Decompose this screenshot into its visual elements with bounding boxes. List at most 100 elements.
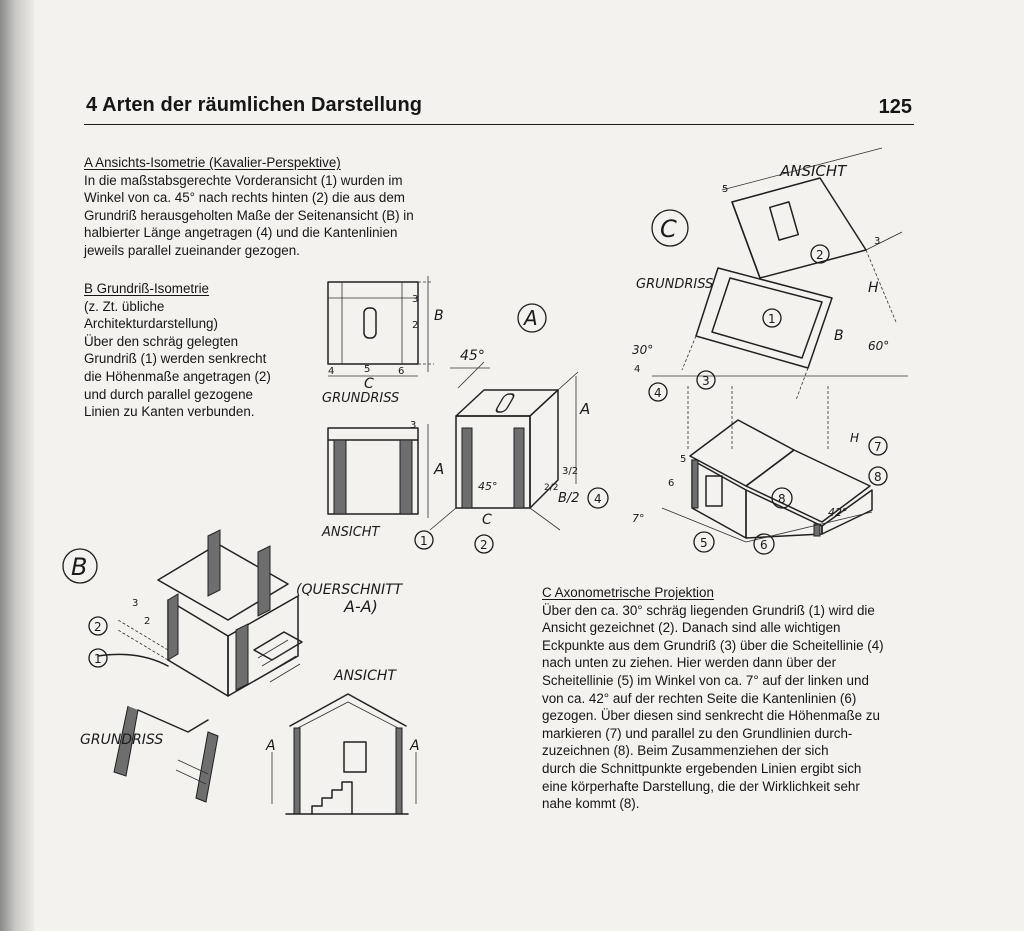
figure-a-ansicht-label: ANSICHT — [321, 525, 381, 540]
figure-c-marker-6 — [753, 533, 775, 555]
figure-c-marker-1-label: 1 — [768, 312, 776, 326]
section-c-heading: C Axonometrische Projektion — [542, 585, 714, 600]
figure-a-proj-dim-a: A — [579, 400, 590, 418]
figure-c-dim-4: 4 — [634, 364, 640, 375]
figure-b-letter: B — [71, 553, 87, 581]
figure-c-dim-h: H — [868, 280, 879, 296]
figure-c-marker-6-label: 6 — [760, 538, 768, 552]
figure-c-ansicht-label: ANSICHT — [779, 162, 848, 180]
figure-c-angle-42: 42° — [828, 506, 848, 519]
section-c-line: zuzeichnen (8). Beim Zusammenziehen der … — [542, 743, 829, 759]
figure-c-grundriss-label: GRUNDRISS — [636, 277, 713, 292]
section-c-line: eine körperhafte Darstellung, die der Wi… — [542, 778, 860, 794]
figure-c-marker-8 — [868, 466, 888, 486]
figure-c-angle-60: 60° — [868, 339, 889, 353]
section-c-line: Über den ca. 30° schräg liegenden Grundr… — [542, 602, 875, 618]
section-c-line: Scheitellinie (5) im Winkel von ca. 7° a… — [542, 672, 869, 688]
figure-a-angle-label: 45° — [460, 348, 485, 364]
figure-a-marker-4 — [587, 487, 609, 509]
section-c-line: Eckpunkte aus dem Grundriß (3) über die … — [542, 637, 884, 653]
figure-a-drawing: 3 2 B 4 5 6 C GRUNDRISS 3 A ANSICHT 45° … — [321, 276, 609, 554]
figure-a-projection — [429, 371, 579, 531]
figure-a-dim-3-elev: 3 — [410, 420, 416, 431]
section-c-line: durch die Schnittpunkte ergebenden Linie… — [542, 760, 862, 776]
section-a-heading: A Ansichts-Isometrie (Kavalier-Perspekti… — [84, 155, 341, 170]
section-a-text: A Ansichts-Isometrie (Kavalier-Perspekti… — [84, 154, 414, 260]
figure-c-marker-8-house — [771, 487, 793, 509]
figure-c-dim-5: 5 — [722, 184, 728, 195]
figure-c-angle-7: 7° — [632, 512, 645, 525]
figure-a-letter-circle — [517, 303, 547, 333]
section-a-line: Grundriß herausgeholten Maße der Seitena… — [84, 207, 414, 223]
figure-a-marker-2-label: 2 — [480, 538, 488, 552]
figure-b-querschnitt-label: (QUERSCHNITT — [296, 582, 404, 598]
section-c-line: gezogen. Über diesen sind senkrecht die … — [542, 708, 880, 724]
section-a-line: In die maßstabsgerechte Vorderansicht (1… — [84, 172, 403, 188]
figure-b-querschnitt-sub: A-A) — [343, 597, 378, 616]
figure-b-section-mark-left: A — [265, 738, 276, 754]
figure-a-letter: A — [522, 306, 538, 330]
figure-b-marker-1-label: 1 — [94, 652, 102, 666]
section-a-line: jeweils parallel zueinander gezogen. — [84, 242, 300, 258]
section-c-line: Ansicht gezeichnet (2). Danach sind alle… — [542, 620, 841, 636]
figure-c-marker-7-label: 7 — [874, 440, 882, 454]
figure-b-marker-2 — [88, 616, 108, 636]
section-b-line: Über den schräg gelegten — [84, 333, 239, 349]
figure-b-marker-2-label: 2 — [94, 620, 102, 634]
section-b-heading: B Grundriß-Isometrie — [84, 281, 210, 296]
figure-b-marker-1 — [88, 648, 108, 668]
figure-a-dim-2: 2 — [412, 320, 418, 331]
figure-c-rotated-elevation — [721, 147, 903, 323]
figure-a-dim-2-half: 2/2 — [544, 483, 558, 493]
figure-a-dim-3: 3 — [412, 294, 418, 305]
figure-a-marker-4-label: 4 — [594, 492, 602, 506]
section-b-line: Architekturdarstellung) — [84, 316, 218, 332]
figure-a-elevation — [327, 424, 429, 518]
figure-a-dim-3-half: 3/2 — [562, 466, 578, 477]
figure-c-marker-5-label: 5 — [700, 536, 708, 550]
figure-c-marker-2-label: 2 — [816, 248, 824, 262]
section-a-line: Winkel von ca. 45° nach rechts hinten (2… — [84, 190, 405, 206]
section-b-text: B Grundriß-Isometrie (z. Zt. übliche Arc… — [84, 280, 271, 421]
section-b-line: Linien zu Kanten verbunden. — [84, 404, 255, 420]
figure-c-drawing: C ANSICHT 2 5 3 H GRUNDRISS 1 B 60° 30° … — [632, 147, 908, 555]
figure-a-grundriss-label: GRUNDRISS — [322, 391, 399, 406]
figure-c-marker-8-label: 8 — [874, 470, 882, 484]
figure-a-marker-1 — [414, 530, 434, 550]
figure-b-dim-3: 3 — [132, 598, 138, 609]
figure-a-marker-2 — [474, 534, 494, 554]
section-c-text: C Axonometrische Projektion Über den ca.… — [542, 584, 884, 813]
figure-a-dim-b-half: B/2 — [558, 491, 580, 506]
section-c-line: nach unten zu ziehen. Hier werden dann ü… — [542, 655, 837, 671]
figure-c-dim-b: B — [834, 328, 844, 344]
figure-b-letter-circle — [62, 548, 98, 584]
figure-a-dim-b: B — [434, 308, 444, 324]
figure-b-ansicht-label: ANSICHT — [333, 668, 397, 684]
figure-c-marker-4 — [648, 382, 668, 402]
figure-a-dim-6: 6 — [398, 366, 404, 377]
figure-a-angle-small: 45° — [478, 480, 498, 493]
section-c-line: von ca. 42° auf der rechten Seite die Ka… — [542, 690, 857, 706]
figure-c-dim-3: 3 — [874, 236, 880, 247]
figure-c-dim-h-house: H — [850, 431, 859, 445]
figure-b-dim-2: 2 — [144, 616, 150, 627]
figure-c-marker-1 — [762, 308, 782, 328]
page-gutter-shadow — [0, 0, 34, 931]
figure-c-letter: C — [660, 215, 677, 243]
section-c-line: nahe kommt (8). — [542, 796, 640, 812]
figure-b-drawing: B 2 1 3 2 GRUNDRISS (QUERSCHNITT A-A) AN… — [62, 529, 420, 815]
figure-c-dim-5-house: 5 — [680, 454, 686, 465]
figure-a-proj-dim-c: C — [482, 512, 492, 528]
figure-a-marker-1-label: 1 — [420, 534, 428, 548]
figure-b-plan — [113, 705, 219, 803]
section-c-line: markieren (7) und parallel zu den Grundl… — [542, 725, 853, 741]
chapter-title: 4 Arten der räumlichen Darstellung — [86, 94, 423, 116]
section-a-line: halbierter Länge angetragen (4) und die … — [84, 225, 398, 241]
section-b-line: und durch parallel gezogene — [84, 386, 253, 402]
figure-c-marker-3 — [696, 370, 716, 390]
figure-c-rotated-plan — [652, 267, 908, 401]
section-b-line: (z. Zt. übliche — [84, 298, 165, 314]
figure-c-marker-3-label: 3 — [702, 374, 710, 388]
figure-c-marker-5 — [693, 531, 715, 553]
page-number: 125 — [878, 96, 912, 118]
